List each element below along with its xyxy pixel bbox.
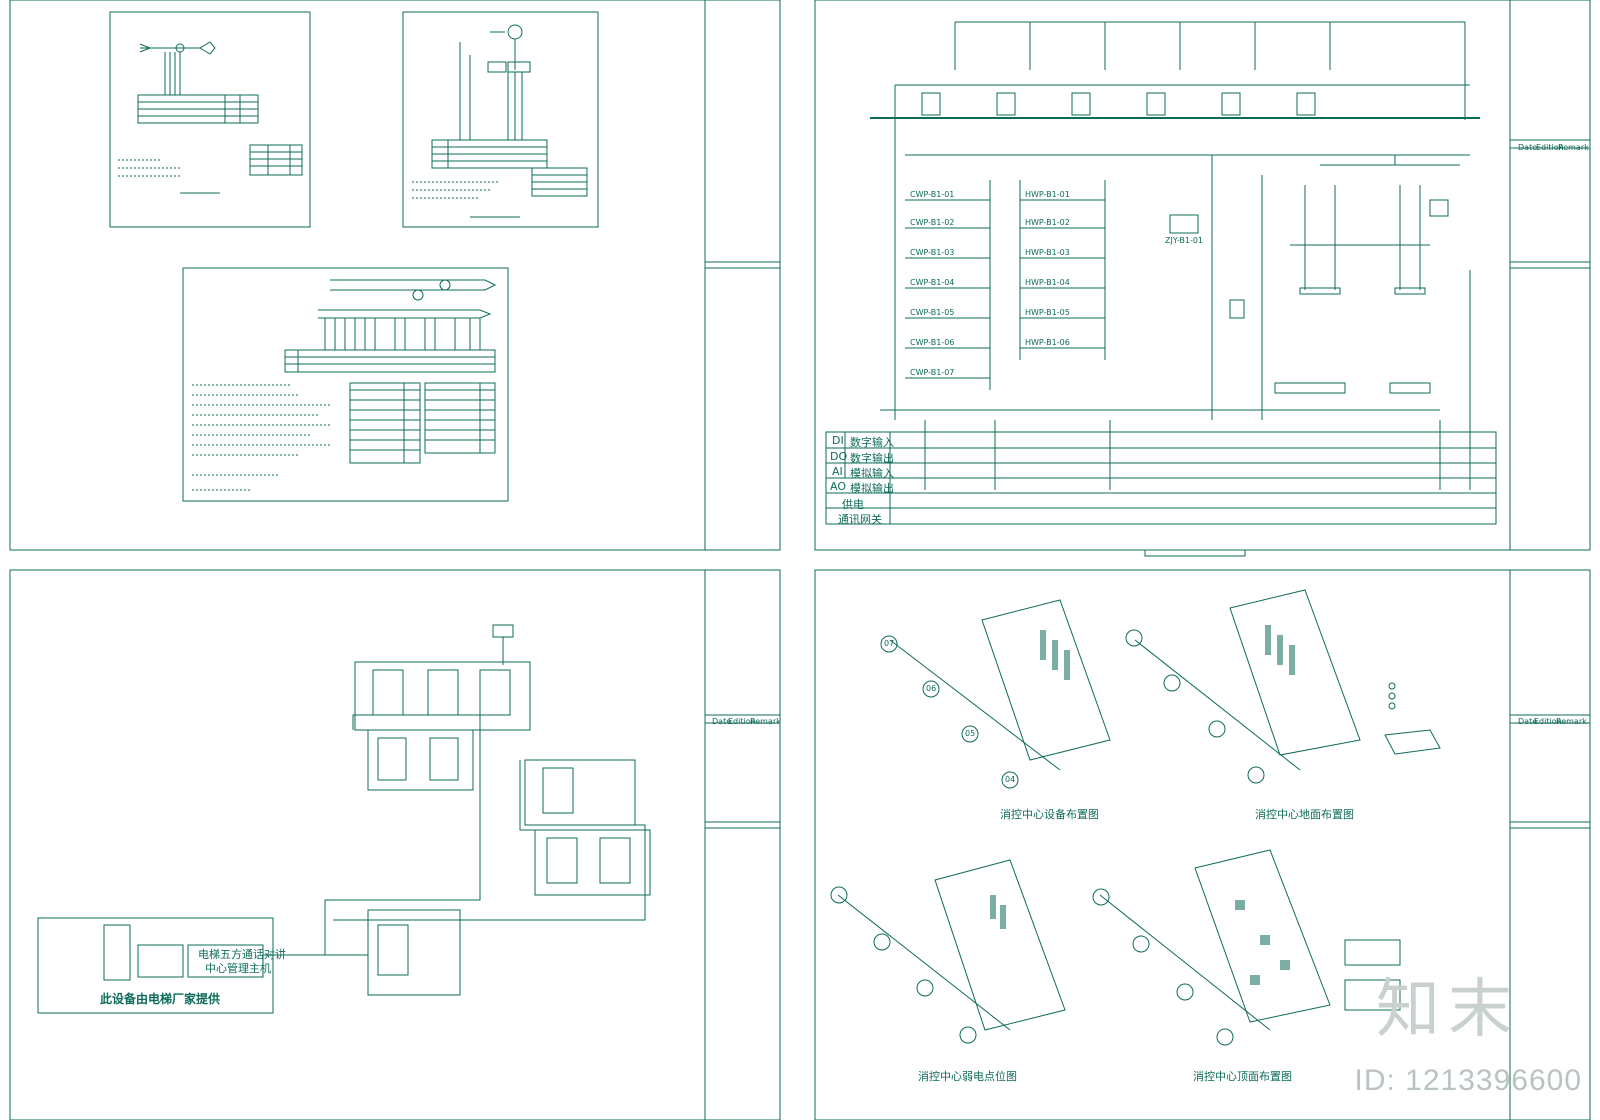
plan-1-equipment-layout xyxy=(880,599,1111,789)
signal-code-di: DI xyxy=(832,434,844,447)
pump-tag-cwp-7: CWP-B1-07 xyxy=(910,368,955,377)
title-block-date-tr: Date xyxy=(1518,143,1538,152)
watermark-id: ID: 1213396600 xyxy=(1354,1064,1582,1097)
pump-tag-cwp-1: CWP-B1-01 xyxy=(910,190,955,199)
detail-box-2 xyxy=(402,11,599,228)
sheet-frame-bottom-left xyxy=(9,569,781,1120)
chiller-units xyxy=(921,92,1316,116)
plan-title-floor: 消控中心地面布置图 xyxy=(1255,808,1354,821)
pump-tag-hwp-5: HWP-B1-05 xyxy=(1025,308,1070,317)
signal-name-ai: 模拟输入 xyxy=(850,467,894,480)
title-block-edition-tr: Edition xyxy=(1536,143,1564,152)
signal-code-ai: AI xyxy=(832,465,843,478)
elevator-host-label-line1: 电梯五方通话对讲 xyxy=(198,948,286,961)
sheet-frame-top-right xyxy=(814,0,1591,557)
pump-tag-cwp-2: CWP-B1-02 xyxy=(910,218,955,227)
title-block-remark-tr: Remark xyxy=(1558,143,1589,152)
signal-code-ao: AO xyxy=(830,480,846,493)
axis-label-07: 07 xyxy=(884,639,895,648)
watermark-logo: 知末 xyxy=(1376,973,1520,1047)
signal-table xyxy=(825,420,1497,525)
title-block-edition-br: Edition xyxy=(1534,717,1562,726)
plan-3-weak-current-points xyxy=(830,859,1066,1044)
plan-title-ceiling: 消控中心顶面布置图 xyxy=(1193,1070,1292,1083)
sheet-frame-bottom-right xyxy=(814,569,1591,1120)
signal-name-ao: 模拟输出 xyxy=(850,482,894,495)
sheet-frame-top-left xyxy=(9,0,781,551)
pump-tag-cwp-3: CWP-B1-03 xyxy=(910,248,955,257)
detail-box-3 xyxy=(182,267,509,502)
axis-label-05: 05 xyxy=(965,729,976,738)
pump-branches-cwp xyxy=(905,180,991,390)
pump-tag-hwp-3: HWP-B1-03 xyxy=(1025,248,1070,257)
pump-tag-cwp-6: CWP-B1-06 xyxy=(910,338,955,347)
pump-tag-cwp-4: CWP-B1-04 xyxy=(910,278,955,287)
pump-tag-hwp-2: HWP-B1-02 xyxy=(1025,218,1070,227)
hvac-schematic xyxy=(825,21,1497,525)
pump-tag-hwp-6: HWP-B1-06 xyxy=(1025,338,1070,347)
plan-title-weak-current: 消控中心弱电点位图 xyxy=(918,1070,1017,1083)
signal-name-power: 供电 xyxy=(842,498,864,511)
elevator-intercom-diagram xyxy=(37,624,651,1014)
signal-name-di: 数字输入 xyxy=(850,436,894,449)
elevator-host-label-line2: 中心管理主机 xyxy=(205,962,271,975)
pump-tag-cwp-5: CWP-B1-05 xyxy=(910,308,955,317)
pump-tag-hwp-4: HWP-B1-04 xyxy=(1025,278,1070,287)
plan-4-ceiling-layout xyxy=(1092,849,1401,1046)
axis-label-06: 06 xyxy=(926,684,937,693)
title-block-date-bl: Date xyxy=(712,717,732,726)
elevator-supply-note: 此设备由电梯厂家提供 xyxy=(100,992,221,1006)
title-block-remark-br: Remark xyxy=(1556,717,1587,726)
axis-label-04: 04 xyxy=(1005,775,1016,784)
plan-title-equipment: 消控中心设备布置图 xyxy=(1000,808,1099,821)
title-block-date-br: Date xyxy=(1518,717,1538,726)
signal-name-gateway: 通讯网关 xyxy=(838,513,882,526)
pump-branches-hwp xyxy=(1019,180,1106,360)
detail-box-1 xyxy=(109,11,311,228)
title-block-remark-bl: Remark xyxy=(750,717,781,726)
equipment-tag: ZJY-B1-01 xyxy=(1165,236,1204,245)
plan-2-floor-layout xyxy=(1125,589,1441,784)
signal-code-do: DO xyxy=(830,450,848,463)
signal-name-do: 数字输出 xyxy=(850,452,894,465)
title-block-edition-bl: Edition xyxy=(728,717,756,726)
pump-tag-hwp-1: HWP-B1-01 xyxy=(1025,190,1070,199)
